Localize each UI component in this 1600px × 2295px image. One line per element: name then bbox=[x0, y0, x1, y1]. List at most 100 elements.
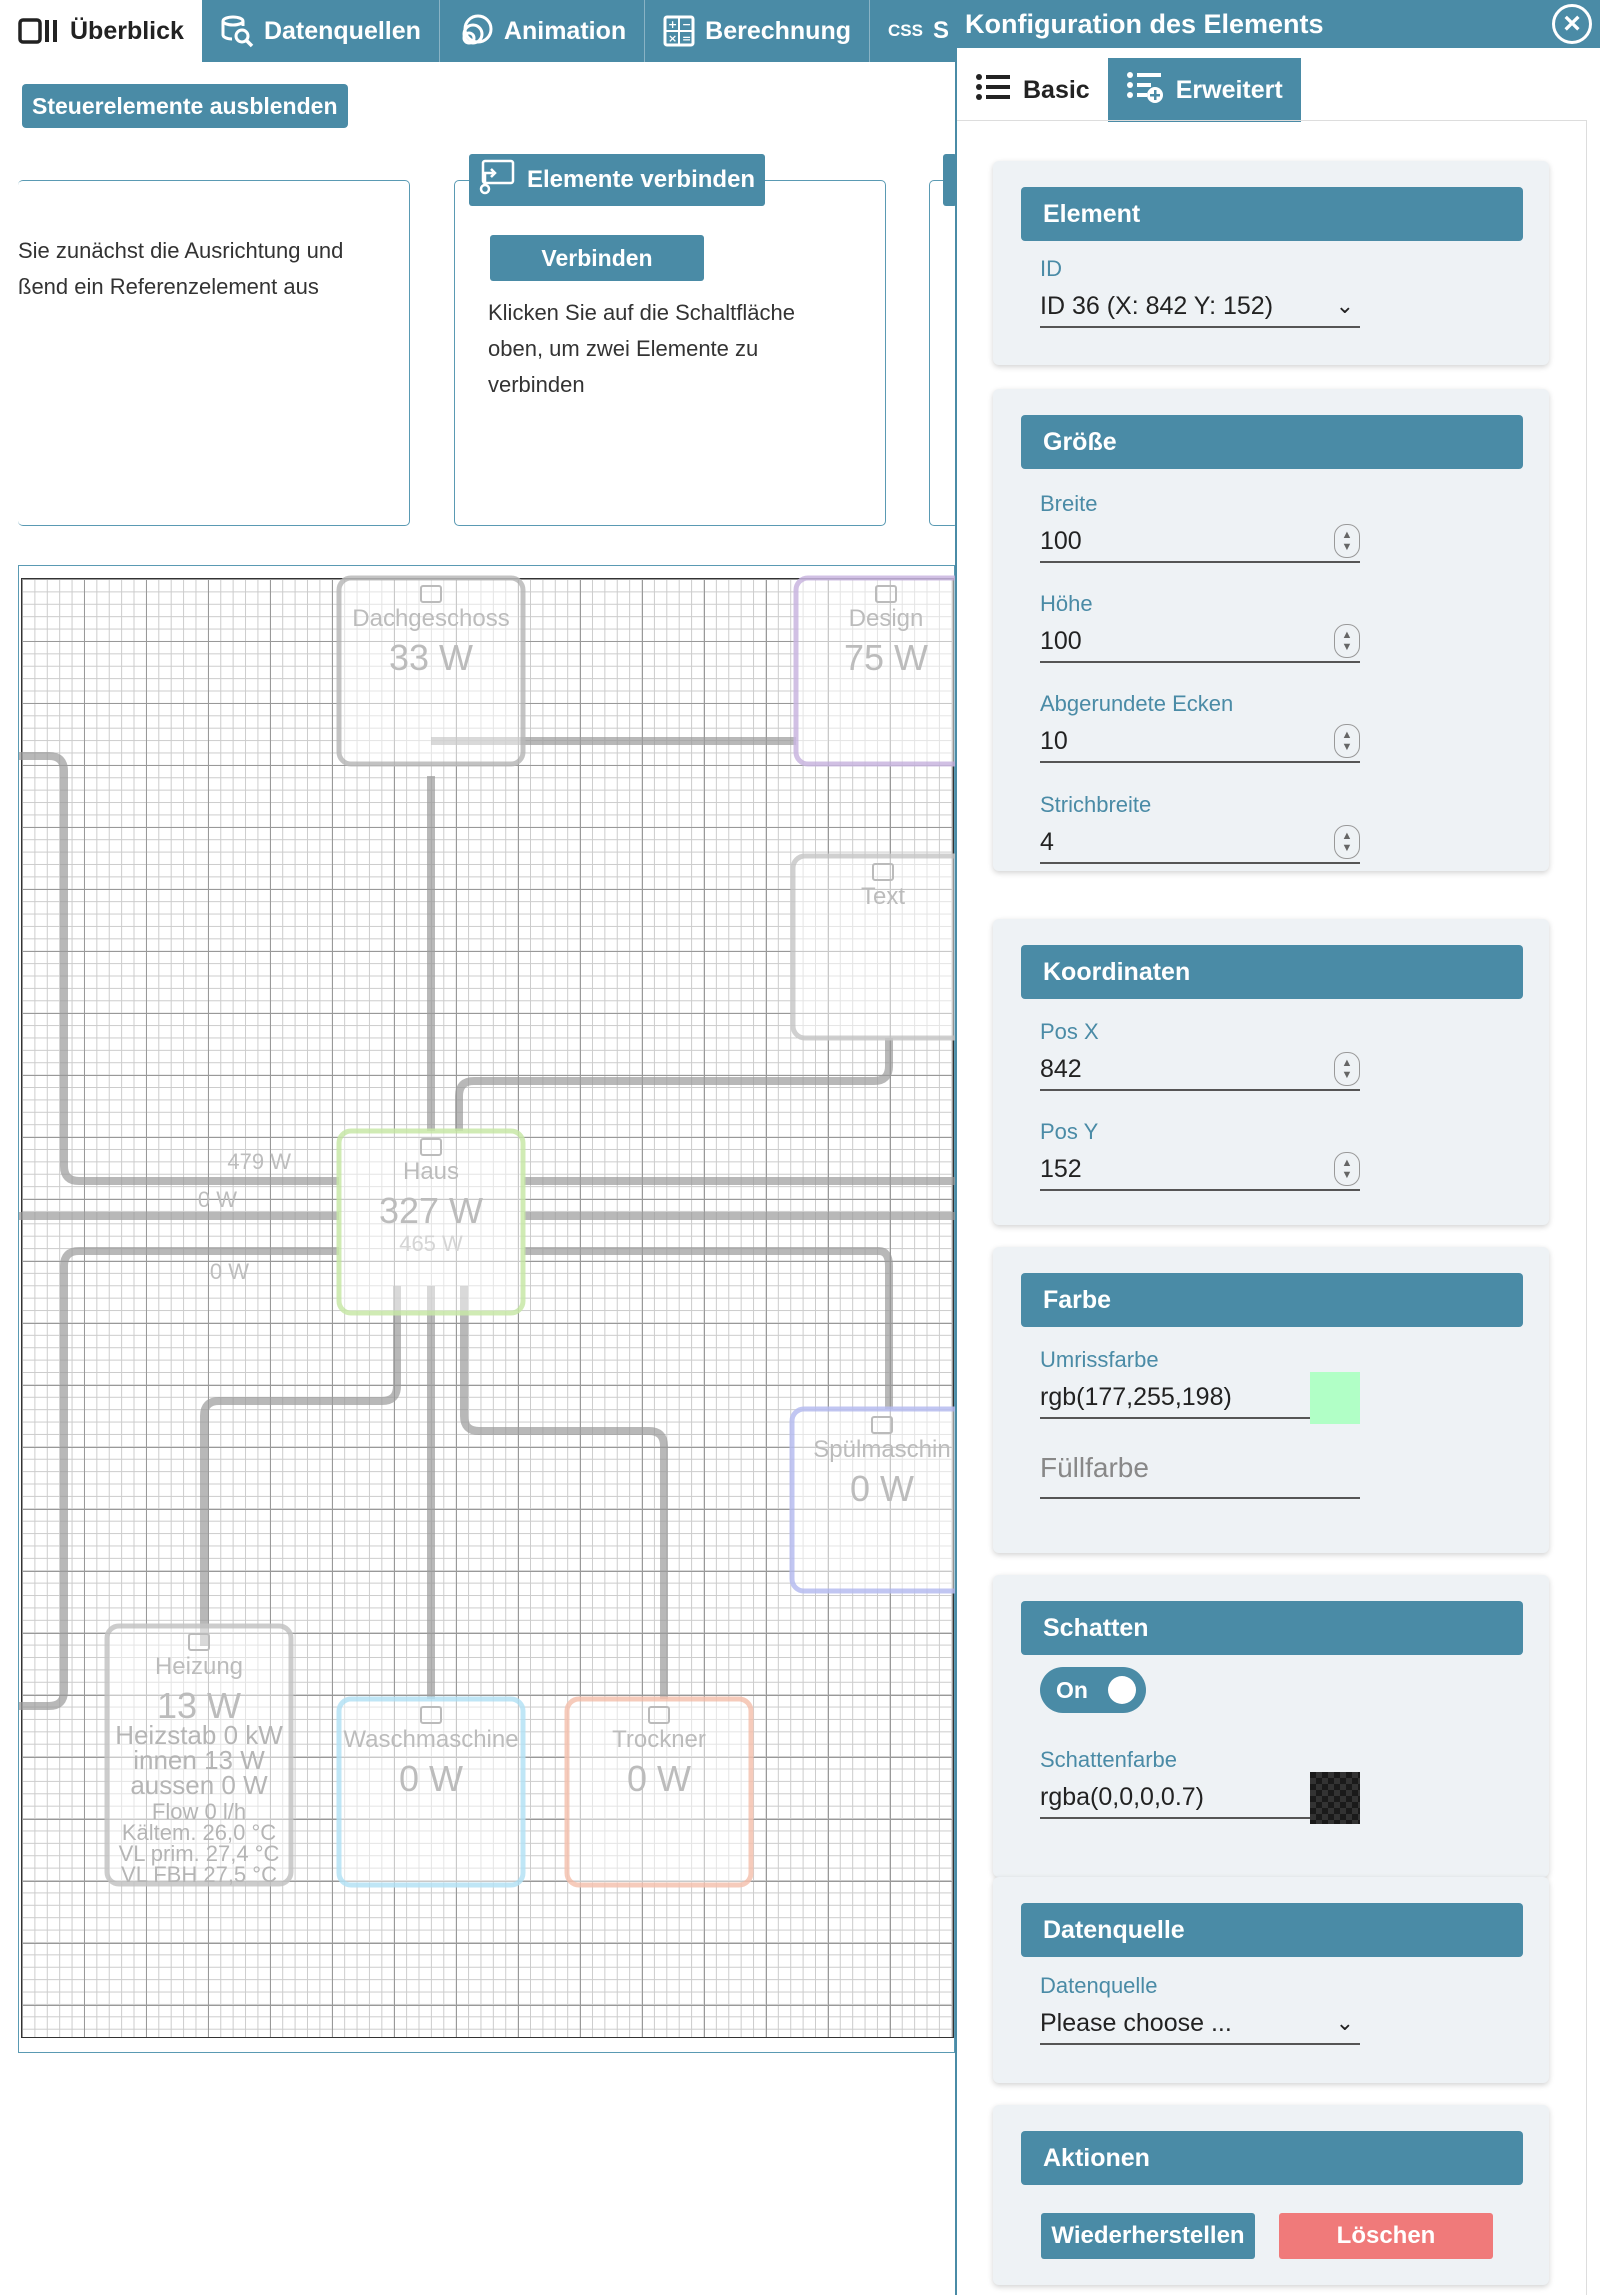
dachgeschoss-value: 33 W bbox=[389, 637, 473, 678]
list-icon bbox=[975, 72, 1011, 109]
spuel-node bbox=[789, 1406, 956, 1594]
fill-color-field[interactable]: Füllfarbe bbox=[1040, 1439, 1360, 1499]
connect-text-line-3: verbinden bbox=[488, 372, 585, 397]
tab-overview[interactable]: Überblick bbox=[0, 0, 202, 62]
id-field[interactable]: ID ID 36 (X: 842 Y: 152) ⌄ bbox=[1040, 256, 1360, 328]
close-icon[interactable]: × bbox=[1552, 4, 1592, 44]
stepper-icon[interactable]: ▲▼ bbox=[1334, 1052, 1360, 1086]
haus-subvalue: 465 W bbox=[399, 1231, 463, 1256]
tab-css-label: CSS bbox=[888, 21, 923, 40]
connect-nodes-icon bbox=[479, 159, 517, 202]
shadow-color-swatch[interactable] bbox=[1310, 1772, 1360, 1824]
tab-basic-label: Basic bbox=[1023, 75, 1090, 104]
shadow-color-field[interactable]: Schattenfarbe rgba(0,0,0,0.7) bbox=[1040, 1747, 1360, 1824]
stepper-icon[interactable]: ▲▼ bbox=[1334, 524, 1360, 558]
tab-overview-label: Überblick bbox=[70, 16, 184, 45]
pos-x-field[interactable]: Pos X 842▲▼ bbox=[1040, 1019, 1360, 1091]
datasource-field[interactable]: Datenquelle Please choose ... ⌄ bbox=[1040, 1973, 1360, 2045]
animation-icon bbox=[458, 13, 494, 49]
stepper-icon[interactable]: ▲▼ bbox=[1334, 724, 1360, 758]
tab-animation-label: Animation bbox=[503, 16, 627, 45]
spuel-title: Spülmaschin bbox=[813, 1436, 950, 1463]
design-icon bbox=[875, 585, 897, 603]
config-panel-header: Konfiguration des Elements × bbox=[957, 0, 1600, 48]
pos-x-input[interactable]: 842▲▼ bbox=[1040, 1049, 1360, 1091]
haus-title: Haus bbox=[403, 1158, 459, 1185]
pos-y-field[interactable]: Pos Y 152▲▼ bbox=[1040, 1119, 1360, 1191]
stepper-icon[interactable]: ▲▼ bbox=[1334, 1152, 1360, 1186]
tab-calculation[interactable]: +−×= Berechnung bbox=[645, 0, 870, 62]
flow-label: 479 W bbox=[227, 1149, 291, 1174]
heizung-line: innen 13 W bbox=[133, 1745, 265, 1775]
outline-color-swatch[interactable] bbox=[1310, 1372, 1360, 1424]
wasch-value: 0 W bbox=[399, 1758, 463, 1799]
outline-color-value: rgb(177,255,198) bbox=[1040, 1382, 1232, 1411]
svg-text:−: − bbox=[682, 18, 691, 31]
stroke-field[interactable]: Strichbreite 4▲▼ bbox=[1040, 792, 1360, 864]
config-panel: Konfiguration des Elements × Basic Erwei… bbox=[955, 0, 1600, 2295]
height-field[interactable]: Höhe 100▲▼ bbox=[1040, 591, 1360, 663]
heizung-line: Kältem. 26,0 °C bbox=[122, 1820, 276, 1845]
radius-field[interactable]: Abgerundete Ecken 10▲▼ bbox=[1040, 691, 1360, 763]
heizung-line: Flow 0 l/h bbox=[152, 1799, 246, 1824]
id-value: ID 36 (X: 842 Y: 152) bbox=[1040, 291, 1274, 320]
section-shadow: Schatten On Schattenfarbe rgba(0,0,0,0.7… bbox=[993, 1575, 1549, 1877]
stroke-input[interactable]: 4▲▼ bbox=[1040, 822, 1360, 864]
section-element: Element ID ID 36 (X: 842 Y: 152) ⌄ bbox=[993, 161, 1549, 365]
section-coordinates-header: Koordinaten bbox=[1021, 945, 1523, 999]
config-panel-body: Element ID ID 36 (X: 842 Y: 152) ⌄ Größe… bbox=[957, 120, 1587, 2295]
tab-animation[interactable]: Animation bbox=[440, 0, 646, 62]
connect-card-header: Elemente verbinden bbox=[469, 154, 766, 206]
section-size: Größe Breite 100▲▼ Höhe 100▲▼ Abgerundet… bbox=[993, 389, 1549, 871]
dachgeschoss-node bbox=[336, 575, 526, 767]
shadow-color-input[interactable]: rgba(0,0,0,0.7) bbox=[1040, 1772, 1360, 1824]
hide-controls-button[interactable]: Steuerelemente ausblenden bbox=[22, 84, 348, 128]
outline-color-label: Umrissfarbe bbox=[1040, 1347, 1159, 1372]
connection-line bbox=[524, 1247, 893, 1409]
connect-card-text: Klicken Sie auf die Schaltfläche oben, u… bbox=[488, 295, 795, 403]
tab-advanced[interactable]: Erweitert bbox=[1107, 58, 1301, 122]
width-input[interactable]: 100▲▼ bbox=[1040, 521, 1360, 563]
svg-text:=: = bbox=[682, 32, 691, 45]
section-element-header: Element bbox=[1021, 187, 1523, 241]
flow-label: 0 W bbox=[198, 1187, 237, 1212]
outline-color-input[interactable]: rgb(177,255,198) bbox=[1040, 1372, 1360, 1424]
height-input[interactable]: 100 ▲▼ bbox=[1040, 621, 1360, 663]
radius-label: Abgerundete Ecken bbox=[1040, 691, 1234, 716]
width-field[interactable]: Breite 100▲▼ bbox=[1040, 491, 1360, 563]
pos-y-value: 152 bbox=[1040, 1154, 1082, 1183]
heizung-line: Heizstab 0 kW bbox=[115, 1720, 283, 1750]
design-node bbox=[793, 575, 956, 767]
tab-basic[interactable]: Basic bbox=[957, 58, 1108, 122]
outline-color-field[interactable]: Umrissfarbe rgb(177,255,198) bbox=[1040, 1347, 1360, 1424]
text-title: Text bbox=[861, 883, 905, 910]
tab-css[interactable]: CSS S bbox=[870, 0, 955, 62]
section-shadow-header: Schatten bbox=[1021, 1601, 1523, 1655]
section-actions-header: Aktionen bbox=[1021, 2131, 1523, 2185]
connect-card-title: Elemente verbinden bbox=[527, 166, 756, 193]
fill-color-input[interactable]: Füllfarbe bbox=[1040, 1439, 1360, 1499]
height-value: 100 bbox=[1040, 626, 1082, 655]
text-icon bbox=[872, 863, 894, 881]
tab-datasources[interactable]: Datenquellen bbox=[202, 0, 440, 62]
restore-button[interactable]: Wiederherstellen bbox=[1041, 2213, 1255, 2259]
dachgeschoss-icon bbox=[420, 585, 442, 603]
stepper-icon[interactable]: ▲▼ bbox=[1334, 825, 1360, 859]
heizung-node bbox=[104, 1623, 294, 1887]
trockner-node bbox=[564, 1696, 754, 1888]
alignment-text-line-1: Sie zunächst die Ausrichtung und bbox=[18, 238, 344, 263]
tab-datasources-label: Datenquellen bbox=[263, 16, 421, 45]
spuel-icon bbox=[871, 1416, 893, 1434]
id-select[interactable]: ID 36 (X: 842 Y: 152) ⌄ bbox=[1040, 286, 1360, 328]
stepper-icon[interactable]: ▲▼ bbox=[1334, 624, 1360, 658]
shadow-toggle[interactable]: On bbox=[1040, 1667, 1146, 1713]
pos-y-input[interactable]: 152 ▲▼ bbox=[1040, 1149, 1360, 1191]
text-node bbox=[790, 853, 956, 1041]
delete-button[interactable]: Löschen bbox=[1279, 2213, 1493, 2259]
radius-input[interactable]: 10▲▼ bbox=[1040, 721, 1360, 763]
datasource-select[interactable]: Please choose ... ⌄ bbox=[1040, 2003, 1360, 2045]
connect-text-line-2: oben, um zwei Elemente zu bbox=[488, 336, 759, 361]
connect-button[interactable]: Verbinden bbox=[490, 235, 704, 281]
svg-text:×: × bbox=[668, 32, 677, 45]
